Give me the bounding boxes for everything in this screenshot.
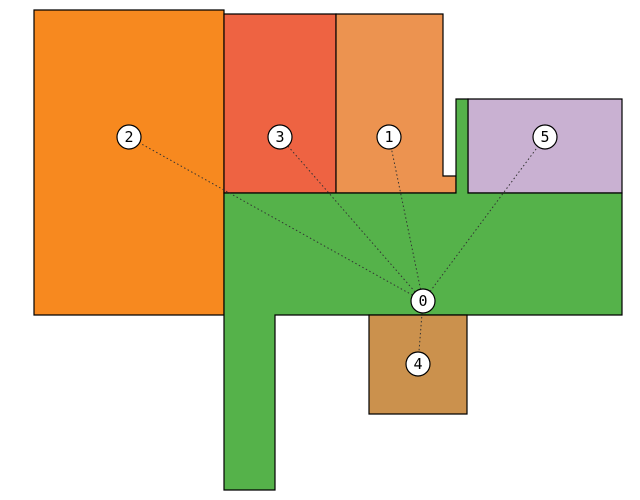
node-circle <box>116 124 142 150</box>
link-0-2 <box>128 136 424 302</box>
node-label: 4 <box>413 355 422 373</box>
node-circle <box>410 288 436 314</box>
node-marker: 5 <box>532 124 558 150</box>
node-label: 5 <box>540 128 549 146</box>
room-1 <box>335 13 457 194</box>
node-circle <box>376 124 402 150</box>
node-label: 2 <box>124 128 133 146</box>
node-marker: 2 <box>116 124 142 150</box>
node-circle <box>267 124 293 150</box>
room-3 <box>223 13 337 194</box>
node-label: 1 <box>384 128 393 146</box>
node-marker: 4 <box>405 351 431 377</box>
node-circle <box>405 351 431 377</box>
room-2 <box>33 9 225 316</box>
node-label: 0 <box>418 292 427 310</box>
node-marker: 3 <box>267 124 293 150</box>
node-marker: 1 <box>376 124 402 150</box>
link-0-3 <box>279 136 424 302</box>
node-circle <box>532 124 558 150</box>
node-label: 3 <box>275 128 284 146</box>
node-marker: 0 <box>410 288 436 314</box>
